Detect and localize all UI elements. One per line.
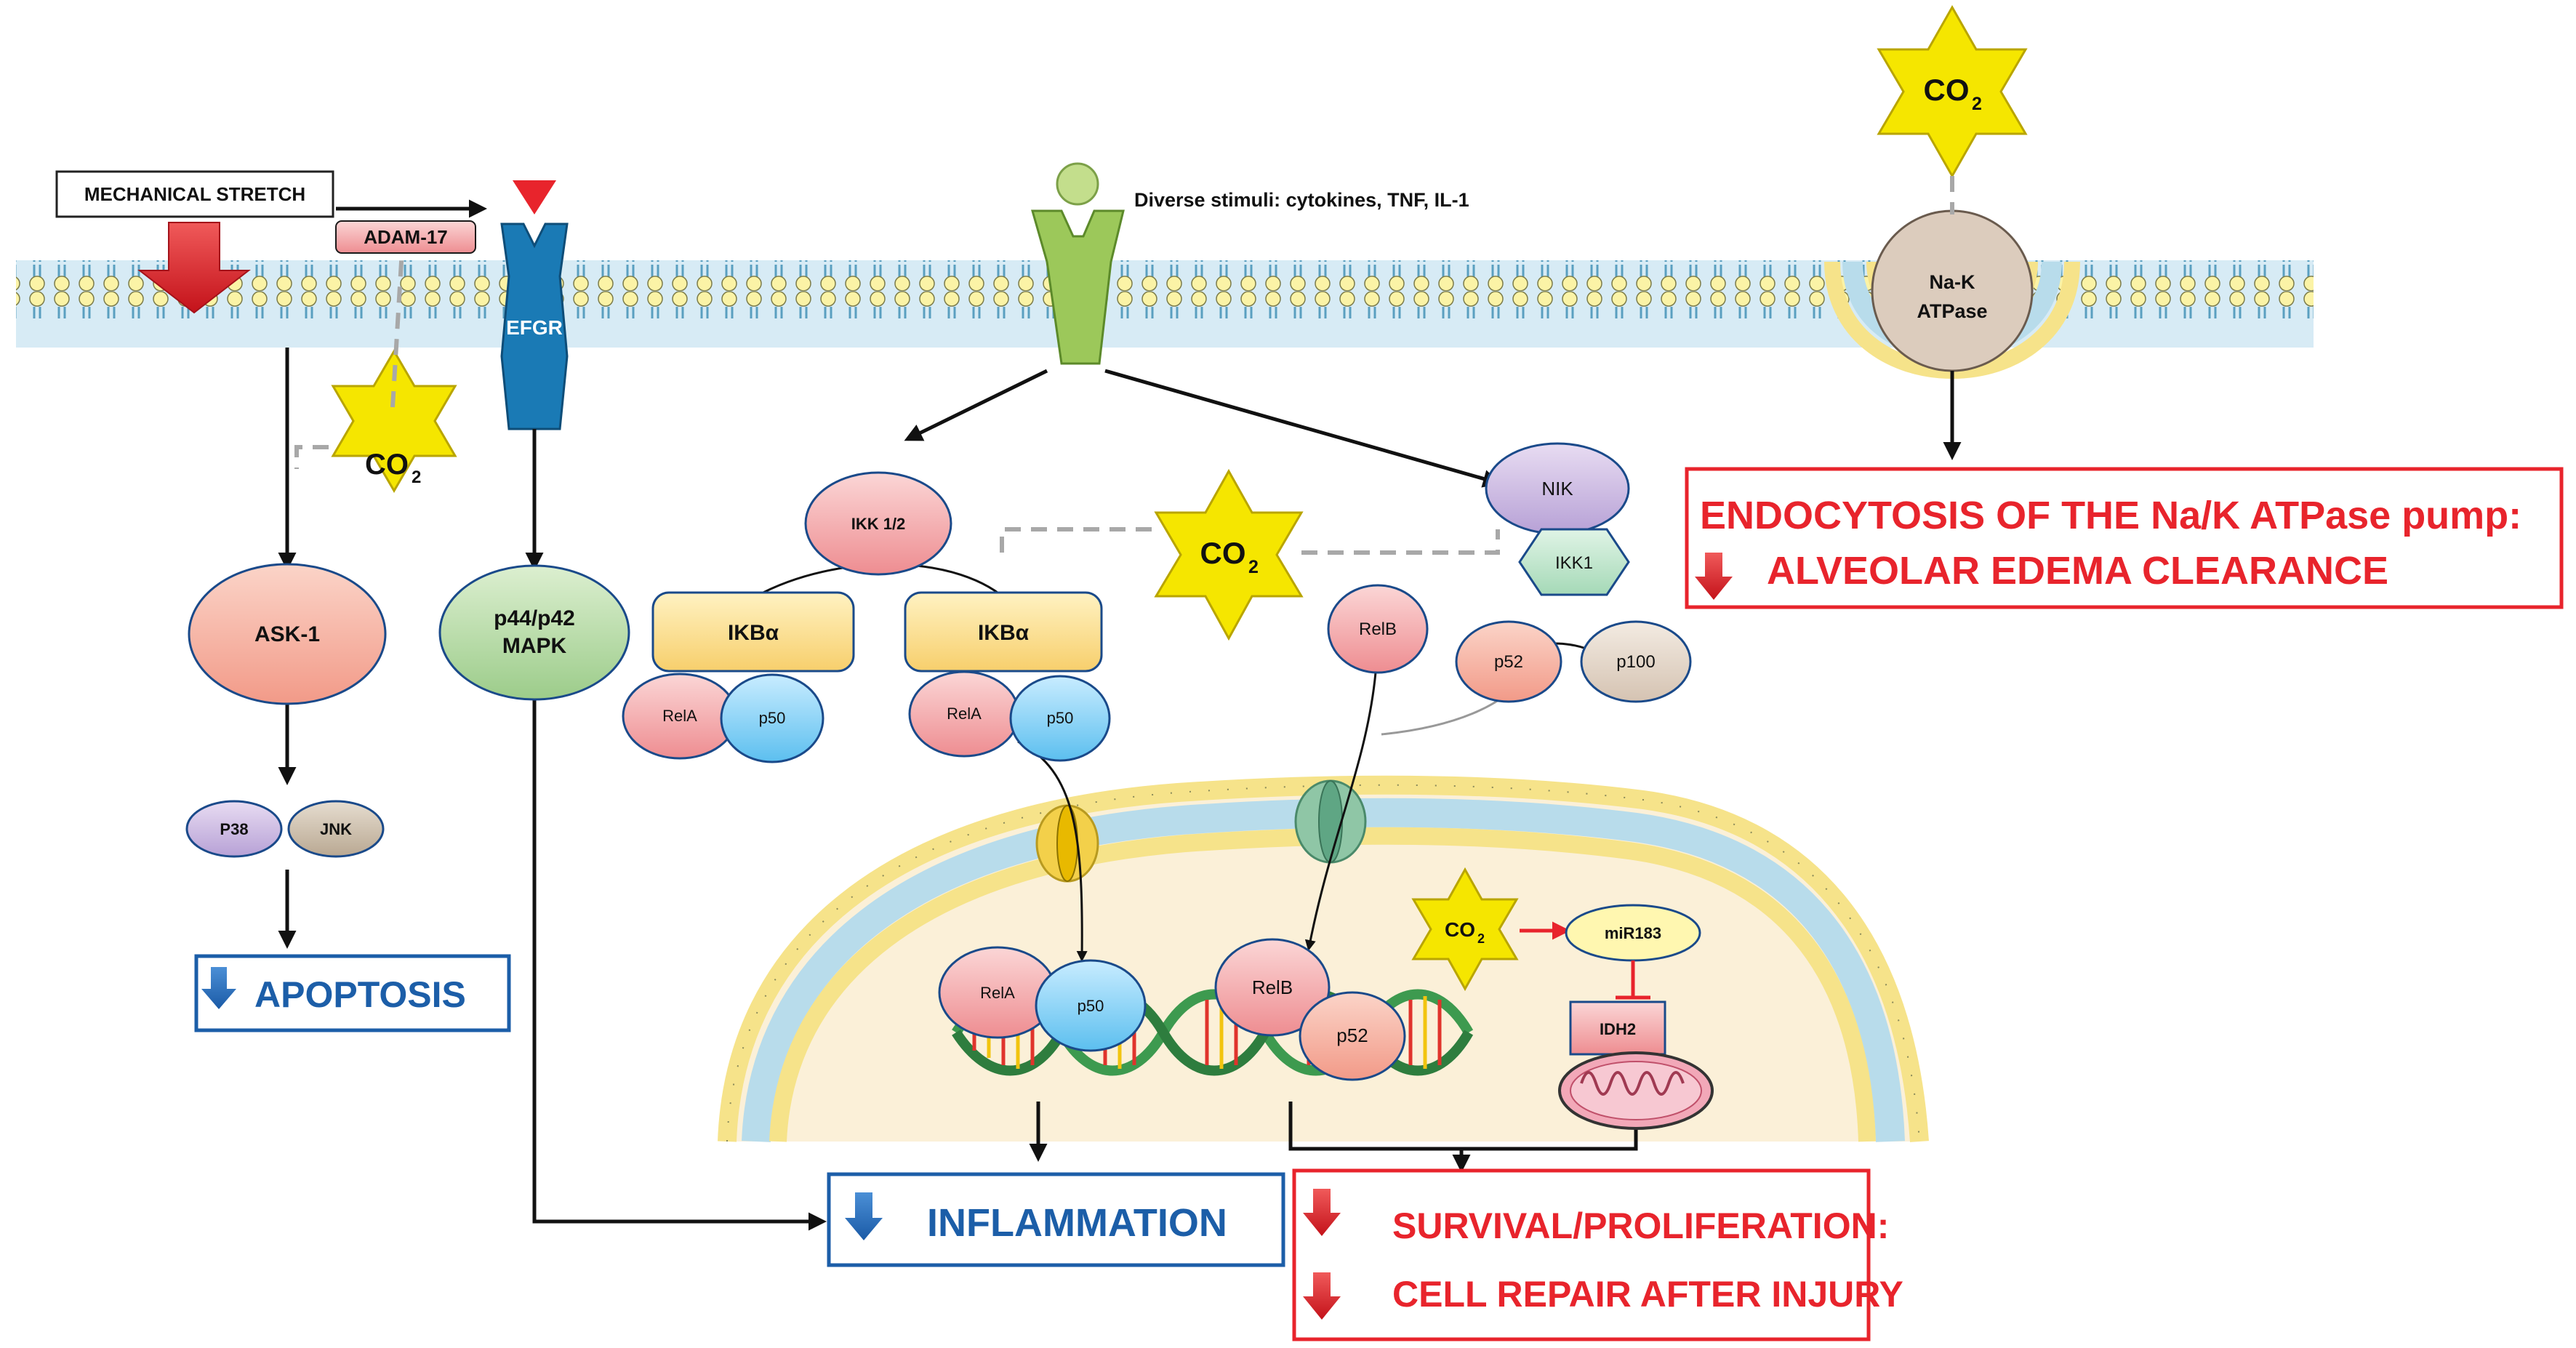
ikk1-label: IKK1 (1555, 553, 1593, 573)
nuclear-pore-left (1035, 804, 1099, 883)
stretch-down-arrow (137, 222, 251, 314)
relb-nuclear-node (1214, 938, 1331, 1037)
ikba-right-label: IKBα (978, 621, 1030, 645)
egfr-receptor (500, 222, 569, 430)
na-k-label-2: ATPase (1917, 300, 1987, 322)
cytokine-receptor (1031, 162, 1125, 365)
rela-left-label: RelA (662, 707, 697, 725)
idh2-box (1569, 1000, 1666, 1056)
endocytosis-label: ENDOCYTOSIS OF THE Na/K ATPase pump: (1700, 494, 2521, 537)
inflammation-label: INFLAMMATION (927, 1201, 1227, 1245)
co2-label: CO (1924, 73, 1970, 107)
p52-node (1455, 620, 1562, 703)
mechanical-stretch-box (55, 170, 334, 218)
co2-label: CO (1445, 918, 1475, 941)
ikk1-node (1518, 528, 1630, 596)
egfr-ligand-triangle (513, 180, 556, 214)
relb-node (1327, 584, 1429, 674)
decrease-arrow-icon (1303, 1189, 1341, 1236)
jnk-node (287, 800, 385, 858)
p52-nuclear-node (1299, 991, 1406, 1081)
rela-right-label: RelA (947, 705, 982, 723)
ask1-label: ASK-1 (254, 622, 320, 646)
mitochondrion (1558, 1051, 1714, 1130)
co2-star-egfr: CO 2 (331, 349, 457, 493)
mir183-label: miR183 (1605, 924, 1661, 942)
mapk-label-2: MAPK (502, 634, 567, 658)
co2-subscript: 2 (1477, 931, 1485, 946)
apoptosis-box: APOPTOSIS (194, 954, 511, 1032)
survival-box: SURVIVAL/PROLIFERATION: CELL REPAIR AFTE… (1292, 1168, 1903, 1341)
p50-left-label: p50 (759, 709, 786, 727)
egfr-label: EFGR (506, 316, 563, 339)
decrease-arrow-icon (845, 1192, 883, 1240)
survival-label: SURVIVAL/PROLIFERATION: (1392, 1205, 1889, 1246)
inflammation-box: INFLAMMATION (827, 1172, 1285, 1267)
p52-nuclear-label: p52 (1336, 1024, 1368, 1046)
p50-right-label: p50 (1047, 709, 1074, 727)
cell-repair-label: CELL REPAIR AFTER INJURY (1392, 1274, 1903, 1315)
endocytosis-box: ENDOCYTOSIS OF THE Na/K ATPase pump: ALV… (1685, 467, 2564, 609)
pathway-arrows (278, 199, 1962, 1231)
ikba-left-label: IKBα (728, 621, 779, 645)
co2-subscript: 2 (1972, 94, 1982, 114)
rela-nuclear-label: RelA (980, 984, 1015, 1002)
co2-star-top: CO 2 (1877, 4, 2028, 179)
mapk-node (438, 564, 630, 701)
p50-nuclear-node (1035, 959, 1147, 1052)
co2-subscript: 2 (1248, 557, 1259, 577)
nik-label: NIK (1541, 478, 1573, 500)
decrease-arrow-icon (1695, 553, 1733, 600)
ask1-node (188, 563, 387, 705)
jnk-label: JNK (320, 820, 352, 838)
relb-label: RelB (1359, 619, 1397, 639)
ikba-left-box (651, 591, 855, 673)
ikk12-label: IKK 1/2 (851, 515, 906, 533)
p52-label: p52 (1494, 652, 1523, 672)
decrease-arrow-icon (1303, 1272, 1341, 1320)
na-k-label-1: Na-K (1929, 271, 1975, 293)
p38-node (185, 800, 283, 858)
adam17-box (335, 220, 476, 254)
nuclear-pore-right (1294, 779, 1367, 864)
idh2-label: IDH2 (1600, 1020, 1636, 1038)
p50-right-node (1009, 675, 1111, 762)
edema-label: ALVEOLAR EDEMA CLEARANCE (1767, 549, 2388, 593)
ikk12-node (804, 471, 952, 576)
co2-dashed-connectors (294, 176, 1954, 555)
p100-label: p100 (1616, 652, 1655, 672)
relb-nuclear-label: RelB (1252, 976, 1293, 998)
diverse-stimuli-label: Diverse stimuli: cytokines, TNF, IL-1 (1134, 189, 1469, 211)
ikba-right-box (904, 591, 1103, 673)
apoptosis-label: APOPTOSIS (254, 974, 466, 1015)
decrease-arrow-icon (201, 967, 236, 1009)
mapk-label-1: p44/p42 (494, 606, 575, 630)
adam17-label: ADAM-17 (364, 226, 448, 248)
co2-star-nucleus: CO 2 (1411, 867, 1519, 992)
co2-label: CO (365, 449, 409, 481)
mechanical-stretch-label: MECHANICAL STRETCH (84, 183, 305, 205)
p38-label: P38 (220, 820, 248, 838)
p50-left-node (720, 673, 824, 763)
p100-node (1580, 620, 1692, 703)
co2-star-center: CO 2 (1154, 468, 1304, 641)
co2-label: CO (1200, 536, 1246, 570)
co2-subscript: 2 (412, 468, 421, 487)
mir183-inhibition (1616, 960, 1650, 1000)
p50-nuclear-label: p50 (1078, 997, 1104, 1015)
